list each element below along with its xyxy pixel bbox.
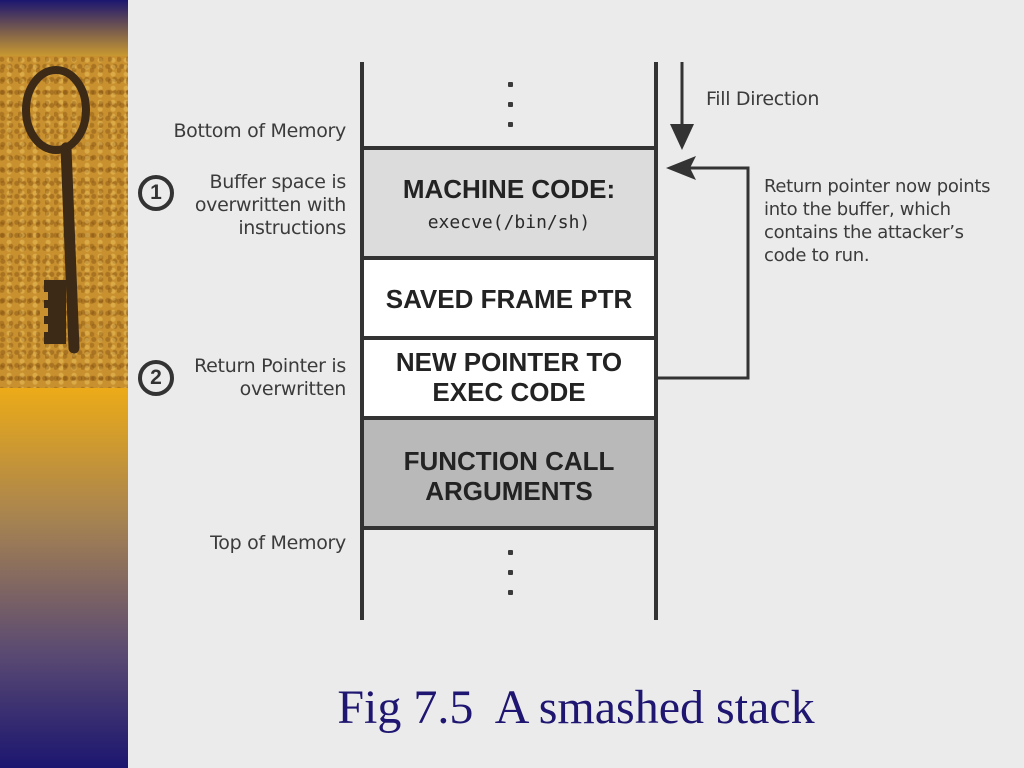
machine-code-label: MACHINE CODE: (402, 174, 616, 204)
return-pointer-connector (658, 166, 750, 380)
return-note-line4: code to run. (764, 245, 870, 266)
ellipsis-dot (508, 590, 513, 595)
step1-label-line3: instructions (238, 217, 346, 239)
ellipsis-dot (508, 570, 513, 575)
function-args-label-line1: FUNCTION CALL (403, 446, 615, 476)
key-image (0, 56, 128, 388)
ellipsis-dot (508, 102, 513, 107)
ellipsis-dot (508, 82, 513, 87)
step1-label-line2: overwritten with (194, 194, 346, 216)
step1-label-line1: Buffer space is (209, 171, 347, 193)
bottom-of-memory-label: Bottom of Memory (173, 120, 346, 142)
return-note-line1: Return pointer now points (764, 176, 991, 197)
ellipsis-dot (508, 550, 513, 555)
function-args-label-line2: ARGUMENTS (425, 476, 593, 506)
return-note-line2: into the buffer, which (764, 199, 951, 220)
step2-label-line2: overwritten (239, 378, 347, 400)
return-note-line3: contains the attacker’s (764, 222, 964, 243)
figure-caption: Fig 7.5 A smashed stack (337, 681, 815, 734)
step2-label-line1: Return Pointer is (194, 355, 346, 377)
new-pointer-label-line1: NEW POINTER TO (395, 347, 623, 377)
fill-direction-arrowhead (670, 124, 694, 150)
return-pointer-arrowhead (666, 156, 696, 180)
new-pointer-label-line2: EXEC CODE (432, 377, 586, 407)
saved-frame-label: SAVED FRAME PTR (385, 284, 633, 314)
step-number-1: 1 (138, 175, 174, 211)
key-icon (22, 66, 90, 354)
machine-code-command: execve(/bin/sh) (427, 212, 591, 233)
fill-direction-label: Fill Direction (706, 88, 820, 110)
ellipsis-dot (508, 122, 513, 127)
step-number-2: 2 (138, 360, 174, 396)
top-of-memory-label: Top of Memory (210, 532, 346, 554)
